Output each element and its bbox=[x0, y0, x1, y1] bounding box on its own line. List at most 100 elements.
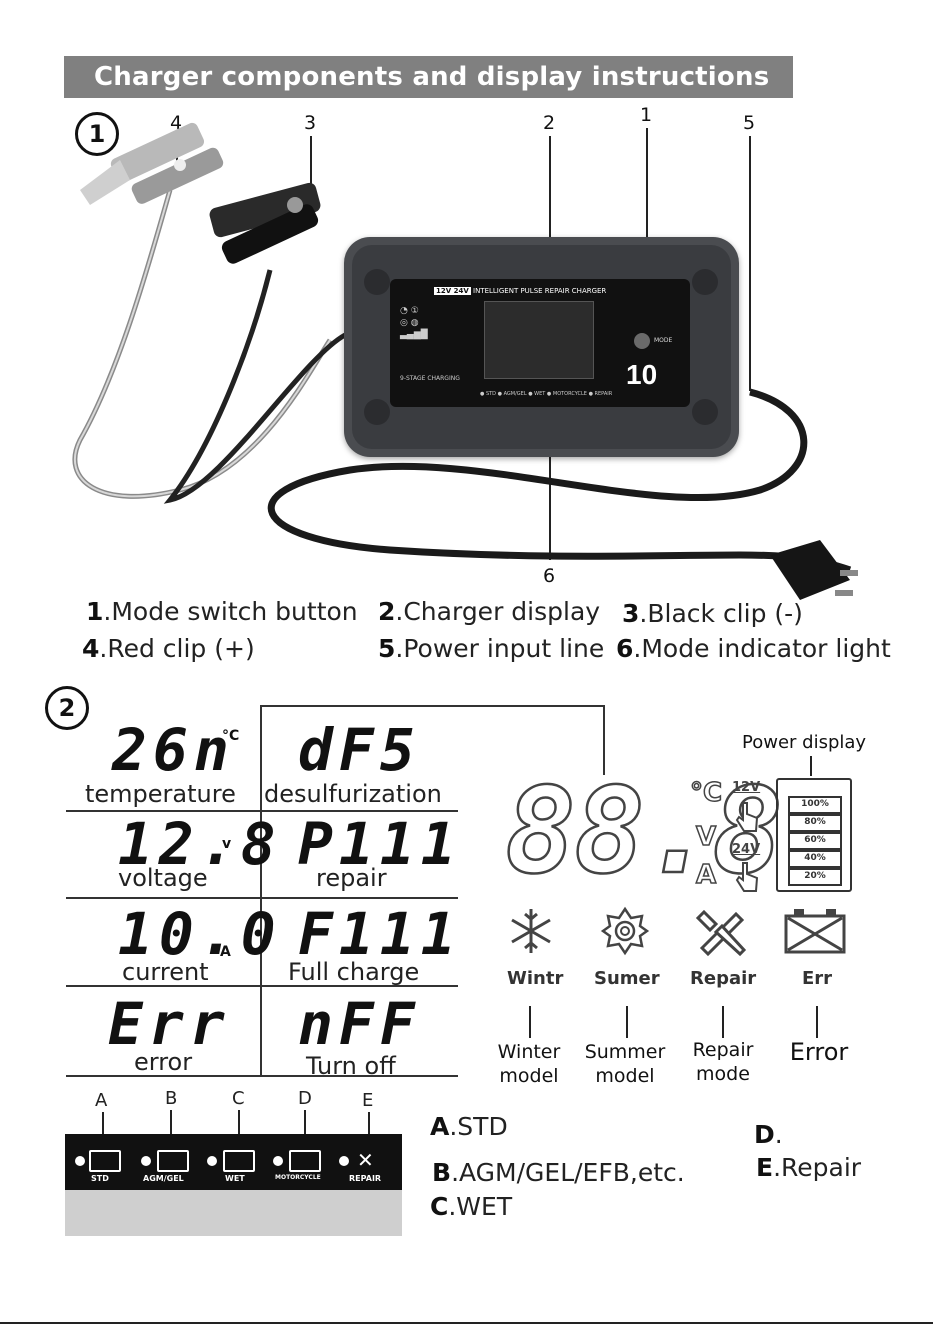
caption-error: Error bbox=[789, 1038, 849, 1066]
icon-label-winter: Wintr bbox=[507, 968, 564, 989]
device-indicator-row: ● STD ● AGM/GEL ● WET ● MOTORCYCLE ● REP… bbox=[480, 391, 613, 397]
mode-legend-b: B.AGM/GEL/EFB,etc. bbox=[432, 1158, 685, 1187]
screw-hole bbox=[364, 399, 390, 425]
amp-rating: 10 bbox=[626, 359, 658, 390]
caption-repair-mode: Repair mode bbox=[692, 1039, 754, 1085]
lcd-12v-label: 12V bbox=[732, 780, 761, 795]
battery-level-100: 100% bbox=[788, 796, 842, 814]
mode-button[interactable] bbox=[634, 333, 650, 349]
callout-line-6 bbox=[549, 388, 551, 560]
panel-label-std: STD bbox=[91, 1174, 109, 1183]
indicator-led-std bbox=[75, 1156, 85, 1166]
label-full-charge: Full charge bbox=[288, 958, 420, 986]
code-full-charge: F111 bbox=[298, 900, 462, 968]
panel-line-a bbox=[102, 1112, 104, 1134]
lcd-24v-label: 24V bbox=[732, 842, 761, 857]
lcd-digits: 88.8 bbox=[504, 762, 785, 900]
battery-level-80: 80% bbox=[788, 814, 842, 832]
battery-agm-icon bbox=[157, 1150, 189, 1172]
legend-item-6: 6.Mode indicator light bbox=[616, 634, 891, 663]
callout-5: 5 bbox=[743, 112, 756, 134]
caption-summer-model: Summer model bbox=[584, 1041, 666, 1087]
callout-line-3 bbox=[310, 136, 312, 196]
hand-pointer-icon bbox=[735, 802, 759, 832]
panel-letter-b: B bbox=[165, 1088, 178, 1109]
legend-item-5: 5.Power input line bbox=[378, 634, 605, 663]
caption-line-winter bbox=[529, 1006, 531, 1038]
callout-line-1 bbox=[646, 128, 648, 333]
panel-letter-e: E bbox=[362, 1090, 374, 1111]
page-bottom-rule bbox=[0, 1322, 933, 1324]
icon-label-repair: Repair bbox=[690, 968, 757, 989]
section-1-number: 1 bbox=[75, 112, 119, 156]
battery-std-icon bbox=[89, 1150, 121, 1172]
lcd-unit-amp: A bbox=[695, 859, 717, 891]
indicator-led-agm bbox=[141, 1156, 151, 1166]
code-error: Err bbox=[108, 990, 231, 1058]
battery-gauge: 100% 80% 60% 40% 20% bbox=[776, 778, 852, 892]
grid-row-line bbox=[66, 1075, 458, 1077]
legend-item-1: 1.Mode switch button bbox=[86, 597, 358, 626]
screw-hole bbox=[692, 269, 718, 295]
indicator-led-wet bbox=[207, 1156, 217, 1166]
legend-item-4: 4.Red clip (+) bbox=[82, 634, 255, 663]
grid-top-connector bbox=[260, 705, 604, 707]
voltage-badge: 12V 24V bbox=[434, 287, 471, 295]
mode-button-label: MODE bbox=[654, 337, 673, 344]
battery-level-20: 20% bbox=[788, 868, 842, 886]
power-display-label: Power display bbox=[742, 732, 867, 753]
grid-row-line bbox=[66, 810, 458, 812]
panel-letter-c: C bbox=[232, 1088, 245, 1109]
panel-label-wet: WET bbox=[225, 1174, 245, 1183]
battery-motorcycle-icon bbox=[289, 1150, 321, 1172]
unit-celsius: °C bbox=[222, 728, 240, 744]
label-temperature: temperature bbox=[85, 780, 236, 808]
screw-hole bbox=[692, 399, 718, 425]
sun-icon bbox=[600, 906, 650, 956]
page-title: Charger components and display instructi… bbox=[94, 62, 770, 92]
mode-legend-d: D. bbox=[754, 1120, 783, 1149]
code-desulfurization: dF5 bbox=[298, 716, 421, 784]
snowflake-icon bbox=[511, 909, 551, 953]
callout-6: 6 bbox=[543, 565, 556, 587]
icon-label-error: Err bbox=[802, 968, 833, 989]
device-indicator-moto: MOTORCYCLE bbox=[552, 391, 587, 397]
battery-error-icon bbox=[784, 909, 846, 954]
front-panel: 12V 24V INTELLIGENT PULSE REPAIR CHARGER… bbox=[390, 279, 690, 407]
icon-label-summer: Sumer bbox=[594, 968, 660, 989]
caption-winter-model: Winter model bbox=[497, 1041, 561, 1087]
label-voltage: voltage bbox=[118, 864, 208, 892]
unit-amp: A bbox=[220, 944, 231, 960]
device-indicator-wet: WET bbox=[534, 391, 546, 397]
lcd-unit-volt: V bbox=[695, 821, 717, 853]
panel-label-motorcycle: MOTORCYCLE bbox=[275, 1174, 321, 1181]
caption-line-summer bbox=[626, 1006, 628, 1038]
stage-label: 9-STAGE CHARGING bbox=[400, 375, 460, 382]
product-badges: 12V 24V INTELLIGENT PULSE REPAIR CHARGER bbox=[434, 287, 606, 295]
tools-icon bbox=[695, 909, 747, 957]
repair-tools-icon: ✕ bbox=[357, 1148, 374, 1172]
power-plug-icon bbox=[770, 540, 858, 600]
callout-1: 1 bbox=[640, 104, 653, 126]
code-current: 10.0 bbox=[118, 900, 282, 968]
label-desulfurization: desulfurization bbox=[264, 780, 442, 808]
product-label: INTELLIGENT PULSE REPAIR CHARGER bbox=[473, 287, 607, 295]
code-voltage: 12.8 bbox=[118, 810, 282, 878]
indicator-panel-closeup: STD AGM/GEL WET MOTORCYCLE ✕ REPAIR bbox=[65, 1134, 402, 1236]
charger-display bbox=[484, 301, 594, 379]
mode-legend-a: A.STD bbox=[430, 1112, 508, 1141]
status-icon-group: ◔ ① ◎ ◍▃▄▆█ bbox=[400, 306, 428, 340]
label-repair: repair bbox=[316, 864, 387, 892]
black-clip-icon bbox=[209, 182, 321, 264]
panel-line-e bbox=[368, 1112, 370, 1134]
label-error: error bbox=[134, 1048, 193, 1076]
indicator-led-moto bbox=[273, 1156, 283, 1166]
panel-label-repair: REPAIR bbox=[349, 1174, 382, 1183]
caption-line-error bbox=[816, 1006, 818, 1038]
screw-hole bbox=[364, 269, 390, 295]
power-display-line bbox=[810, 756, 812, 776]
label-turn-off: Turn off bbox=[306, 1052, 396, 1080]
lcd-unit-celsius: °C bbox=[689, 777, 723, 809]
device-indicator-agm: AGM/GEL bbox=[503, 391, 527, 397]
charger-body: 12V 24V INTELLIGENT PULSE REPAIR CHARGER… bbox=[344, 237, 739, 457]
